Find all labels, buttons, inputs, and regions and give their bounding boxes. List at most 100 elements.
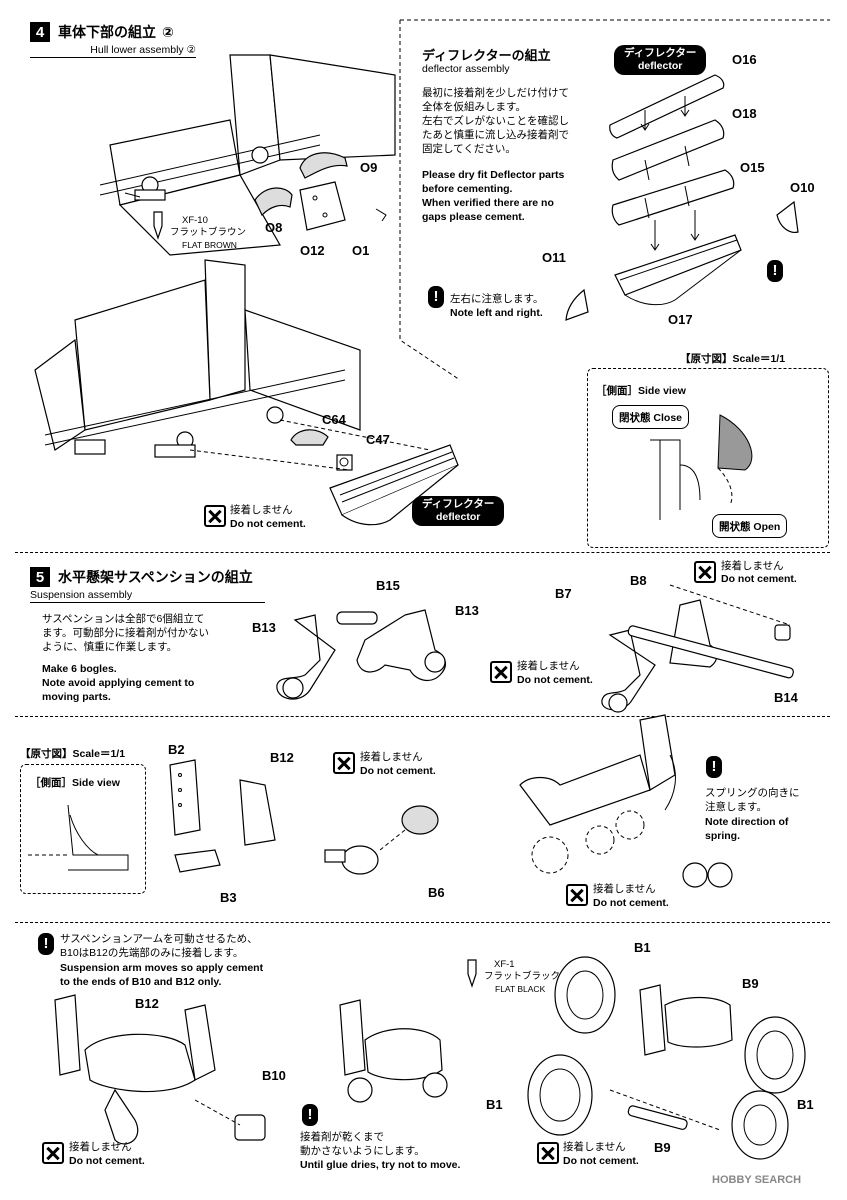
no-cement-b8-en: Do not cement. bbox=[721, 573, 797, 585]
hull-lower-main-drawing bbox=[34, 259, 361, 458]
arm-jp-line-1: サスペンションアームを可動させるため、 bbox=[60, 933, 258, 945]
part-c47-drawing bbox=[336, 454, 353, 471]
glue-jp-line-2: 動かさないようにします。 bbox=[300, 1145, 425, 1157]
scale-box-b bbox=[20, 764, 146, 894]
part-label-b12-bottom: B12 bbox=[135, 996, 159, 1011]
paint-name-flat-black-jp: フラットブラック bbox=[484, 971, 561, 982]
watermark-text: HOBBY SEARCH bbox=[712, 1174, 802, 1186]
part-label-b7: B7 bbox=[555, 586, 572, 601]
no-cement-b6-en: Do not cement. bbox=[360, 765, 436, 777]
section-divider-2 bbox=[15, 716, 830, 717]
deflector-parts-exploded-drawing bbox=[609, 74, 742, 306]
deflector-title: ディフレクターの組立 bbox=[422, 48, 551, 63]
no-cement-icon bbox=[537, 1142, 559, 1164]
part-label-b14: B14 bbox=[774, 690, 798, 705]
brush-icon bbox=[153, 211, 163, 240]
side-view-label-b: ［側面］Side view bbox=[30, 777, 120, 789]
no-cement-icon bbox=[333, 752, 355, 774]
open-label-box: 開状態 Open bbox=[712, 514, 788, 538]
bogie-assembly-drawing bbox=[519, 714, 676, 874]
no-cement-arm-en: Do not cement. bbox=[69, 1155, 145, 1167]
paint-name-flat-brown-jp: フラットブラウン bbox=[170, 227, 247, 238]
close-label: 閉状態 Close bbox=[619, 412, 683, 424]
part-label-b12-top: B12 bbox=[270, 750, 294, 765]
no-cement-b14-jp: 接着しません bbox=[517, 660, 580, 672]
step-5-en-line-3: moving parts. bbox=[42, 691, 111, 703]
paint-code-xf10: XF-10 bbox=[182, 215, 208, 226]
deflector-badge-inset: ディフレクター deflector bbox=[614, 45, 707, 75]
part-label-c64: C64 bbox=[322, 412, 346, 427]
no-cement-icon bbox=[694, 561, 716, 583]
deflector-jp-line-1: 最初に接着剤を少しだけ付けて bbox=[422, 87, 569, 99]
deflector-badge-step4-jp: ディフレクター bbox=[422, 498, 495, 510]
step-4-title-circ: ② bbox=[162, 24, 174, 40]
step-5-jp-line-2: ます。可動部分に接着剤が付かない bbox=[42, 627, 209, 639]
b6-spring-drawing bbox=[324, 805, 439, 875]
no-cement-b6-jp: 接着しません bbox=[360, 751, 423, 763]
step-4-title: 車体下部の組立 ② bbox=[58, 22, 174, 42]
part-label-b2: B2 bbox=[168, 742, 185, 757]
bogie-complete-drawing bbox=[339, 999, 448, 1103]
deflector-jp-line-2: 全体を仮組みします。 bbox=[422, 101, 526, 113]
step-5-number: 5 bbox=[30, 567, 50, 587]
part-label-o9: O9 bbox=[360, 160, 378, 175]
part-label-o16: O16 bbox=[732, 52, 757, 67]
b14-assembly-drawing bbox=[601, 584, 794, 713]
spring-jp-line-2: 注意します。 bbox=[705, 801, 767, 813]
part-label-o8: O8 bbox=[265, 220, 283, 235]
b13-b15-drawing bbox=[276, 609, 447, 700]
no-cement-bogie-en: Do not cement. bbox=[593, 897, 669, 909]
part-label-o15: O15 bbox=[740, 160, 765, 175]
step-5-subtitle: Suspension assembly bbox=[30, 589, 265, 603]
part-label-b9-bottom: B9 bbox=[654, 1140, 671, 1155]
part-label-o1: O1 bbox=[352, 243, 370, 258]
deflector-badge-inset-jp: ディフレクター bbox=[624, 47, 697, 59]
warning-icon-arm: ! bbox=[38, 933, 54, 955]
part-label-o10: O10 bbox=[790, 180, 815, 195]
deflector-part-drawing bbox=[329, 444, 459, 526]
no-cement-wheel-jp: 接着しません bbox=[563, 1141, 626, 1153]
part-label-o17: O17 bbox=[668, 312, 693, 327]
deflector-instructions-jp: 最初に接着剤を少しだけ付けて 全体を仮組みします。 左右でズレがないことを確認し… bbox=[422, 86, 569, 156]
arm-note-en: Suspension arm moves so apply cement to … bbox=[60, 961, 263, 989]
spring-note-jp: スプリングの向きに 注意します。 bbox=[705, 786, 800, 814]
part-o9-drawing bbox=[299, 152, 348, 179]
part-o10-drawing bbox=[776, 200, 799, 233]
scale-label-b: 【原寸図】Scale＝1/1 bbox=[20, 748, 126, 760]
part-label-b15: B15 bbox=[376, 578, 400, 593]
part-label-b8: B8 bbox=[630, 573, 647, 588]
road-wheels-drawing bbox=[527, 956, 806, 1160]
warning-icon-o10: ! bbox=[767, 260, 783, 282]
deflector-inset-border bbox=[399, 19, 830, 381]
step-5-jp-line-1: サスペンションは全部で6個組立て bbox=[42, 613, 205, 625]
arm-en-line-1: Suspension arm moves so apply cement bbox=[60, 962, 264, 974]
part-o1-drawing bbox=[375, 208, 387, 222]
part-label-b3: B3 bbox=[220, 890, 237, 905]
warning-icon-spring: ! bbox=[706, 756, 722, 778]
spring-jp-line-1: スプリングの向きに bbox=[705, 787, 800, 799]
warning-icon-glue: ! bbox=[302, 1104, 318, 1126]
part-o11-drawing bbox=[565, 288, 589, 321]
deflector-instructions-en: Please dry fit Deflector parts before ce… bbox=[422, 168, 564, 224]
part-c64-drawing bbox=[290, 429, 329, 446]
part-label-b1-left: B1 bbox=[486, 1097, 503, 1112]
deflector-jp-line-5: 固定してください。 bbox=[422, 143, 516, 155]
no-cement-bogie-jp: 接着しません bbox=[593, 883, 656, 895]
scale-box-a bbox=[587, 368, 829, 548]
dashed-leader-lines-step4 bbox=[189, 419, 431, 471]
step-5-jp-line-3: ように、慎重に作業します。 bbox=[42, 641, 178, 653]
close-label-box: 閉状態 Close bbox=[612, 405, 690, 429]
paint-name-flat-black-en: FLAT BLACK bbox=[495, 984, 546, 994]
side-view-drawing-b bbox=[28, 804, 129, 871]
arm-note-jp: サスペンションアームを可動させるため、 B10はB12の先端部のみに接着します。 bbox=[60, 932, 258, 960]
step-5-en-line-1: Make 6 bogles. bbox=[42, 663, 117, 675]
step-4-title-text: 車体下部の組立 bbox=[58, 24, 156, 40]
part-o8-drawing bbox=[254, 187, 293, 217]
spring-en-line-2: spring. bbox=[705, 830, 741, 842]
deflector-en-line-3: When verified there are no bbox=[422, 197, 554, 209]
arm-jp-line-2: B10はB12の先端部のみに接着します。 bbox=[60, 947, 244, 959]
part-label-o12: O12 bbox=[300, 243, 325, 258]
part-label-b10: B10 bbox=[262, 1068, 286, 1083]
glue-note-en: Until glue dries, try not to move. bbox=[300, 1159, 461, 1171]
part-label-b6: B6 bbox=[428, 885, 445, 900]
